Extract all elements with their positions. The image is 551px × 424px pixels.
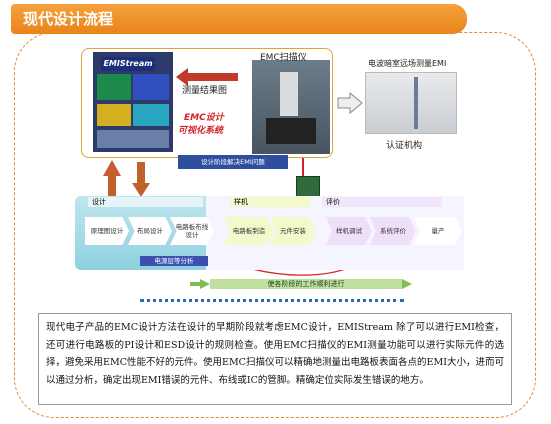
screenshot-pane-2 xyxy=(133,74,169,100)
room-arrow xyxy=(337,91,363,115)
step-routing: 电路板布线设计 xyxy=(170,217,214,245)
band-trial: 样机 xyxy=(230,197,310,207)
up-arrow xyxy=(103,160,121,197)
bottom-arrow-left xyxy=(190,279,210,289)
scanner-board xyxy=(266,118,316,144)
scanner-arm xyxy=(280,72,298,116)
system-label-line2: 可视化系统 xyxy=(178,126,224,136)
bottom-arrow-right xyxy=(402,279,412,289)
screenshot-pane-1 xyxy=(97,74,131,100)
cert-label: 认证机构 xyxy=(386,141,423,151)
bottom-label: 使各阶段的工作顺利进行 xyxy=(210,279,402,289)
screenshot-pane-3 xyxy=(97,104,131,126)
scanner-label: EMC扫描仪 xyxy=(260,53,307,63)
step-assembly: 元件安装 xyxy=(270,217,316,245)
room-label: 电波暗室远场测量EMI xyxy=(368,59,447,68)
outer-dashed-frame xyxy=(14,32,536,418)
system-label-line1: EMC设计 xyxy=(184,113,224,123)
description-text: 现代电子产品的EMC设计方法在设计的早期阶段就考虑EMC设计，EMIStream… xyxy=(38,313,512,405)
room-antenna xyxy=(414,77,418,129)
step-system-eval: 系统评价 xyxy=(370,217,416,245)
step-pcb-fab: 电路板制造 xyxy=(224,217,274,245)
page-title: 现代设计流程 xyxy=(11,4,467,34)
band-eval: 评价 xyxy=(322,197,442,207)
emc-scanner-photo xyxy=(252,60,330,154)
step-routing-label: 电路板布线设计 xyxy=(175,223,209,239)
solve-label: 设计阶段解决EMI问题 xyxy=(178,155,288,169)
step-layout: 布局设计 xyxy=(128,217,172,245)
step-mass-production: 量产 xyxy=(414,217,462,245)
chip-photo xyxy=(296,176,320,198)
screenshot-pane-5 xyxy=(97,130,169,148)
down-arrow xyxy=(132,162,150,197)
result-arrow xyxy=(176,68,238,86)
screenshot-pane-4 xyxy=(133,104,169,126)
screenshots-image xyxy=(93,52,173,152)
band-design: 设计 xyxy=(88,197,203,207)
dotted-separator xyxy=(140,299,404,307)
step-debug: 样机调试 xyxy=(326,217,372,245)
anechoic-room-photo xyxy=(365,72,457,134)
result-label: 测量结果图 xyxy=(182,86,228,96)
analysis-label: 电源层等分析 xyxy=(140,256,208,266)
step-schematic: 原理图设计 xyxy=(85,217,129,245)
emistream-logo: EMIStream xyxy=(101,57,155,71)
